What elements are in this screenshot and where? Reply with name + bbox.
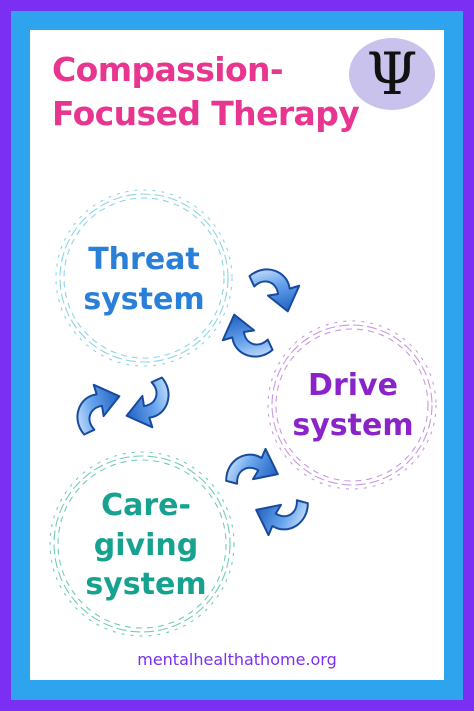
threat-line-2: system: [83, 281, 205, 317]
drive-system-label: Drive system: [278, 366, 428, 445]
arrow-threat-to-drive: [241, 262, 303, 314]
drive-line-2: system: [292, 407, 414, 443]
website-url: mentalhealthathome.org: [137, 650, 337, 669]
arrow-drive-to-care: [253, 484, 316, 542]
care-system-label: Care- giving system: [56, 486, 236, 605]
care-line-3: system: [85, 567, 207, 603]
psi-logo: Ψ: [349, 38, 435, 110]
arrow-threat-to-care: [124, 369, 176, 431]
threat-ring: [55, 189, 233, 367]
arrow-drive-to-threat: [219, 312, 281, 364]
care-ring: [49, 451, 235, 637]
title-line-1: Compassion-: [52, 50, 284, 89]
psi-icon: Ψ: [366, 40, 418, 108]
care-line-2: giving: [93, 527, 199, 563]
title-line-2: Focused Therapy: [52, 94, 360, 134]
page-title: Compassion- Focused Therapy: [52, 48, 360, 136]
drive-ring: [267, 320, 437, 490]
content-panel: [30, 30, 444, 680]
threat-system-label: Threat system: [64, 240, 224, 319]
care-line-1: Care-: [101, 488, 191, 523]
drive-line-1: Drive: [308, 368, 398, 403]
threat-line-1: Threat: [88, 242, 200, 277]
arrow-care-to-threat: [70, 381, 122, 443]
